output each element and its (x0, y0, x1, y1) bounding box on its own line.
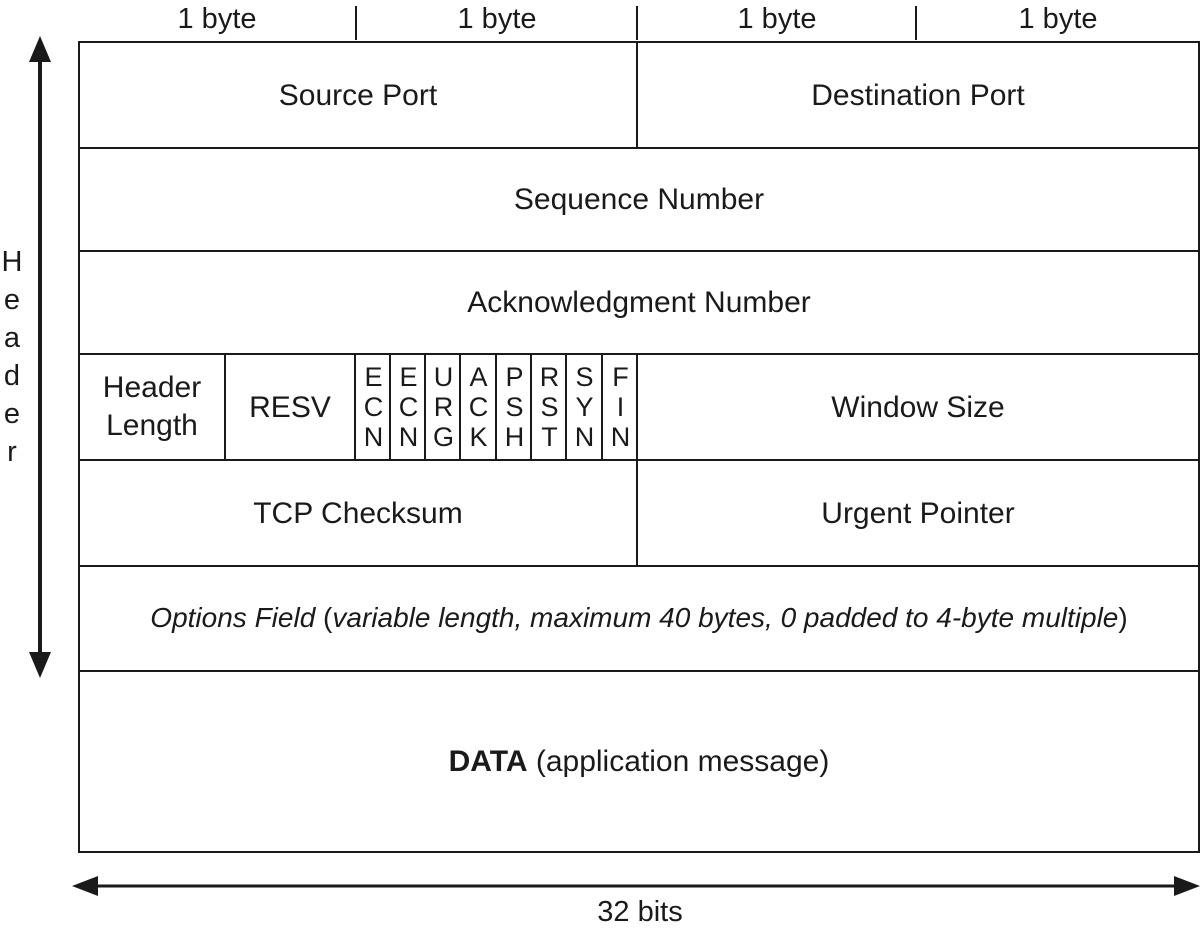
flag-letter: S (505, 391, 524, 422)
tcp-segment-frame (78, 41, 1200, 853)
acknowledgment-number-field: Acknowledgment Number (467, 286, 811, 319)
data-description: (application message) (527, 745, 830, 778)
column-divider (389, 353, 391, 460)
flag-letter: C (363, 391, 384, 422)
byte-divider (636, 6, 638, 40)
flag-letter: K (469, 421, 488, 452)
destination-port-field: Destination Port (811, 78, 1025, 112)
width-label: 32 bits (597, 895, 683, 928)
header-letter: d (3, 360, 21, 392)
flag-letter: F (612, 361, 629, 392)
byte-label-1: 1 byte (177, 2, 257, 35)
flag-letter: P (505, 361, 524, 392)
flag-syn: S Y N (567, 354, 602, 459)
byte-divider (355, 6, 357, 40)
window-size-field: Window Size (831, 390, 1005, 424)
header-letter: e (3, 398, 21, 430)
column-divider (636, 41, 638, 148)
flag-letter: C (468, 391, 489, 422)
source-port-field: Source Port (278, 78, 438, 112)
flag-ack: A C K (461, 354, 496, 459)
column-divider (636, 353, 638, 460)
column-divider (354, 353, 356, 460)
flag-rst: R S T (532, 354, 567, 459)
column-divider (601, 353, 603, 460)
row-divider (78, 147, 1200, 149)
flag-letter: G (432, 421, 454, 452)
data-field: DATA (application message) (80, 672, 1198, 851)
column-divider (495, 353, 497, 460)
flag-letter: E (364, 361, 383, 392)
flag-letter: R (539, 361, 560, 392)
resv-field: RESV (249, 390, 331, 424)
column-divider (224, 353, 226, 460)
flag-letter: A (469, 361, 488, 392)
row-divider (78, 565, 1200, 567)
width-arrow (72, 876, 1200, 896)
header-length-line-2: Length (106, 409, 198, 442)
flag-letter: N (398, 421, 419, 452)
sequence-number-field: Sequence Number (513, 183, 765, 216)
flag-letter: S (575, 361, 594, 392)
header-length-field: Header Length (80, 355, 224, 459)
flag-ecn-2: E C N (391, 354, 426, 459)
header-side-label: H e a d e r (0, 243, 24, 471)
flag-letter: N (363, 421, 384, 452)
flag-letter: E (399, 361, 418, 392)
options-detail: variable length, maximum 40 bytes, 0 pad… (332, 602, 1119, 634)
header-arrow (29, 36, 51, 678)
urgent-pointer-field: Urgent Pointer (821, 496, 1015, 530)
flag-urg: U R G (426, 354, 461, 459)
flag-letter: T (541, 421, 558, 452)
column-divider (636, 459, 638, 566)
flag-letter: Y (575, 391, 594, 422)
options-paren-open: ( (323, 602, 333, 634)
header-length-line-1: Header (102, 371, 202, 404)
row-divider (78, 670, 1200, 672)
options-field: Options Field (variable length, maximum … (80, 567, 1198, 670)
byte-divider (915, 6, 917, 40)
header-letter: a (3, 322, 21, 354)
flag-letter: S (540, 391, 559, 422)
header-letter: r (7, 436, 17, 468)
byte-label-3: 1 byte (737, 2, 817, 35)
column-divider (424, 353, 426, 460)
flag-letter: C (398, 391, 419, 422)
column-divider (565, 353, 567, 460)
tcp-checksum-field: TCP Checksum (253, 496, 463, 530)
flag-fin: F I N (603, 354, 638, 459)
byte-label-2: 1 byte (457, 2, 537, 35)
column-divider (530, 353, 532, 460)
row-divider (78, 353, 1200, 355)
column-divider (459, 353, 461, 460)
flag-letter: H (504, 421, 525, 452)
flag-letter: R (433, 391, 454, 422)
row-divider (78, 459, 1200, 461)
flag-psh: P S H (497, 354, 532, 459)
header-letter: H (1, 246, 23, 278)
flag-ecn-1: E C N (356, 354, 391, 459)
flag-letter: N (574, 421, 595, 452)
data-label: DATA (448, 745, 528, 778)
byte-label-4: 1 byte (1018, 2, 1098, 35)
flag-letter: N (610, 421, 631, 452)
flag-letter: I (616, 391, 625, 422)
options-paren-close: ) (1118, 602, 1128, 634)
options-name: Options Field (150, 602, 316, 634)
flag-letter: U (433, 361, 454, 392)
header-letter: e (3, 284, 21, 316)
row-divider (78, 250, 1200, 252)
